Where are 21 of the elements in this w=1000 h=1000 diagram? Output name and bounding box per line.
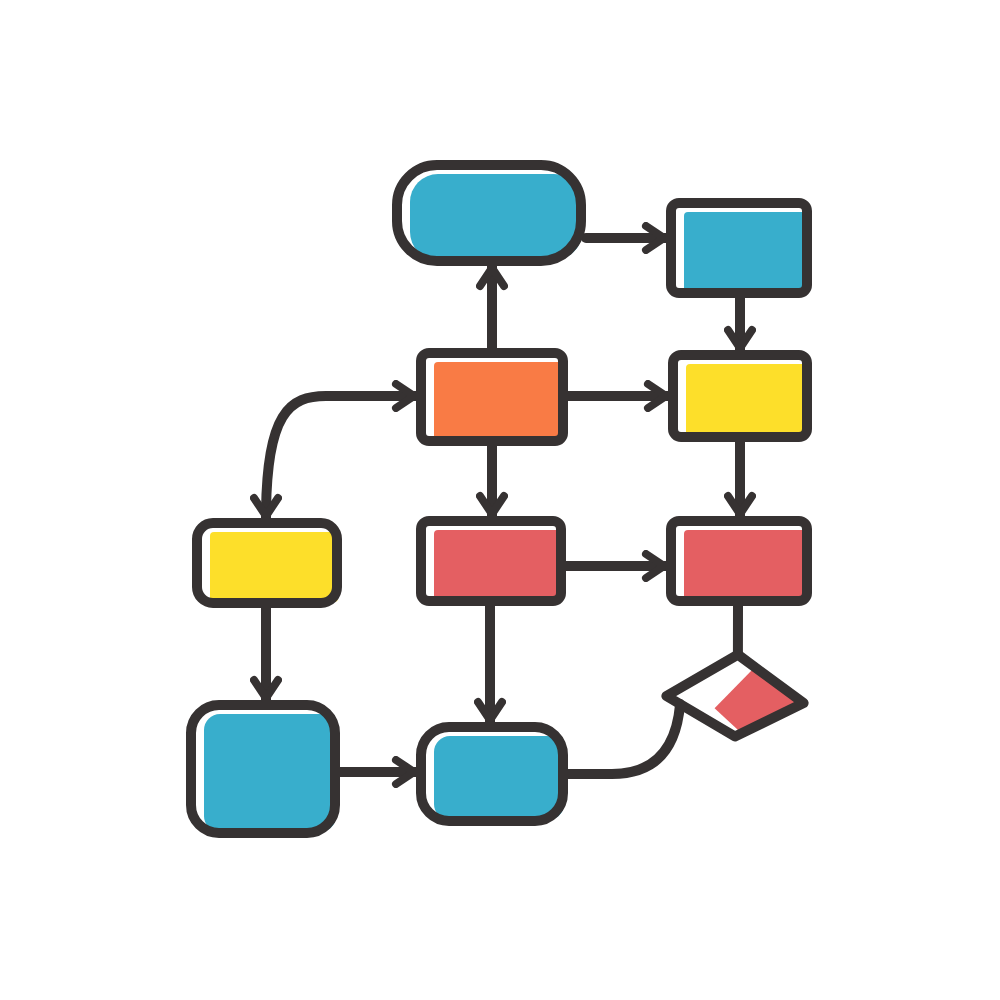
arrow	[581, 222, 671, 254]
process-box	[666, 516, 812, 606]
process-box	[666, 198, 812, 298]
process-box	[416, 348, 568, 446]
arrow	[250, 380, 421, 523]
arrow	[476, 261, 508, 353]
process-box	[192, 518, 342, 608]
arrow	[476, 441, 508, 521]
arrow	[250, 603, 282, 705]
arrow	[474, 601, 506, 727]
arrow	[335, 756, 421, 788]
arrow	[561, 550, 671, 582]
process-box	[416, 722, 568, 826]
arrow	[724, 437, 756, 521]
process-box	[392, 160, 586, 266]
process-box	[416, 516, 566, 606]
arrow	[724, 293, 756, 355]
arrow	[563, 380, 673, 412]
decision-diamond	[662, 652, 808, 740]
process-box	[668, 350, 812, 442]
process-box	[186, 700, 340, 838]
